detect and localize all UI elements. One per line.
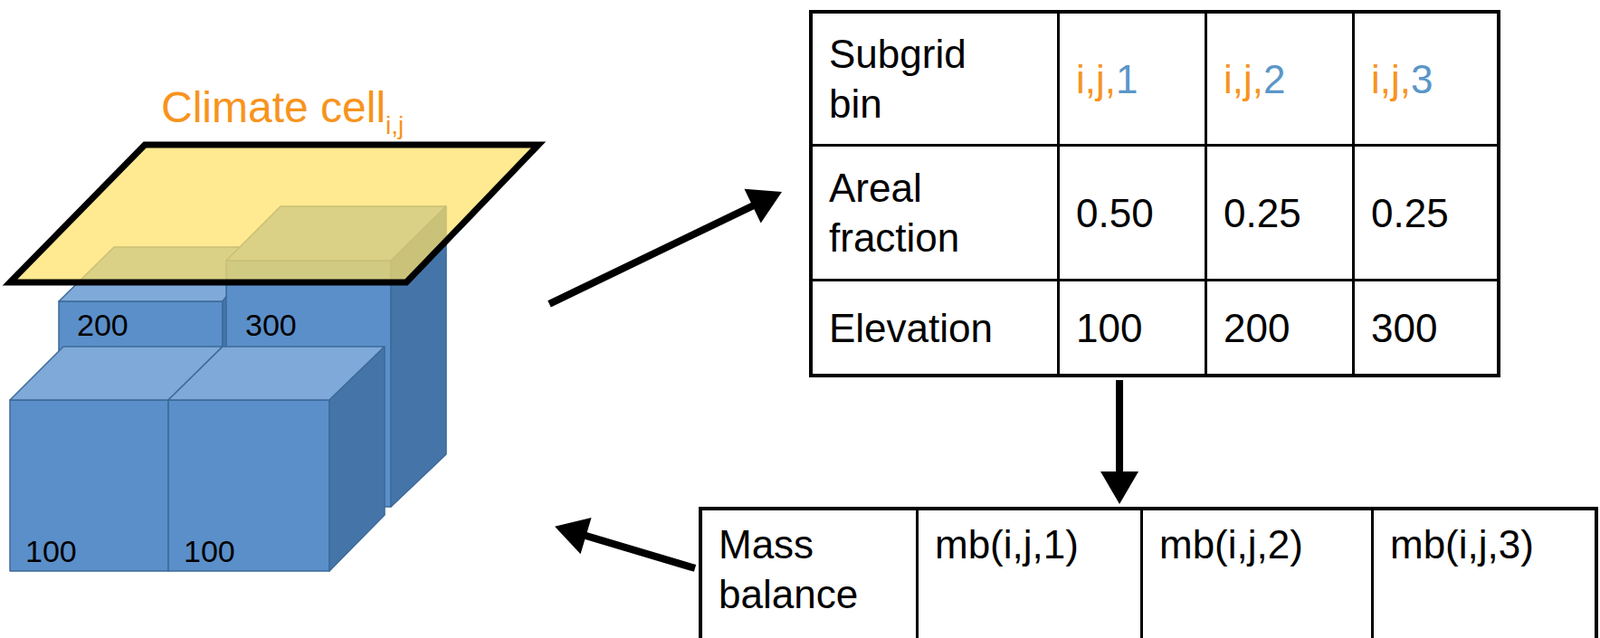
cube-side — [329, 346, 385, 572]
row-heading: Elevation — [828, 303, 993, 353]
table-cell: i,j,2 — [1207, 13, 1353, 144]
elevation-label: 300 — [245, 307, 297, 343]
table-cell: mb(i,j,1) — [918, 510, 1141, 638]
elevation-label: 100 — [183, 533, 236, 570]
table-grid: Mass balance mb(i,j,1) mb(i,j,2) mb(i,j,3) — [698, 506, 1599, 638]
elevation-label: 200 — [76, 307, 129, 343]
table-cell: 100 — [1059, 281, 1205, 374]
cell-title: Climate cell — [161, 83, 386, 132]
table-cell: mb(i,j,3) — [1373, 510, 1595, 638]
table-cell: mb(i,j,2) — [1142, 510, 1372, 638]
table-cell: Mass balance — [702, 510, 916, 638]
table-cell: Elevation — [812, 281, 1058, 374]
arrow-shaft — [582, 534, 696, 569]
cell-value: 1 — [1115, 54, 1138, 105]
cell-value: mb(i,j,2) — [1159, 519, 1304, 570]
cell-value: 200 — [1223, 303, 1290, 353]
cell-value: i,j, — [1076, 54, 1116, 105]
cell-value: 0.25 — [1371, 188, 1449, 239]
cell-value: mb(i,j,1) — [934, 519, 1079, 570]
cell-value: 0.25 — [1223, 188, 1302, 239]
table-grid: Subgrid bini,j,1i,j,2i,j,3Areal fraction… — [809, 9, 1501, 378]
cell-heading: Climate celli,j — [161, 82, 404, 141]
table-cell: 0.50 — [1059, 146, 1205, 279]
flow-arrow — [549, 189, 782, 305]
flow-arrow — [1100, 380, 1139, 505]
climate-plane — [9, 144, 539, 283]
subgrid-table: Subgrid bini,j,1i,j,2i,j,3Areal fraction… — [809, 9, 1501, 378]
arrow-head — [1100, 471, 1139, 505]
row-heading: Subgrid bin — [828, 28, 1010, 129]
table-cell: Areal fraction — [812, 146, 1058, 279]
table-cell: 0.25 — [1207, 146, 1353, 279]
cell-value: 0.50 — [1076, 188, 1154, 239]
cube-face — [9, 400, 169, 572]
mass-balance-table: Mass balance mb(i,j,1) mb(i,j,2) mb(i,j,3) — [698, 506, 1599, 638]
cell-value: mb(i,j,3) — [1390, 519, 1534, 570]
cube-face — [168, 400, 330, 572]
row-heading: Mass balance — [718, 519, 900, 620]
table-cell: 0.25 — [1354, 146, 1497, 279]
table-cell: i,j,3 — [1354, 13, 1497, 144]
table-cell: i,j,1 — [1059, 13, 1205, 144]
table-cell: 300 — [1354, 281, 1497, 374]
arrow-head — [743, 189, 782, 224]
cell-subscript: i,j — [385, 111, 404, 140]
cell-value: 300 — [1371, 303, 1438, 353]
table-cell: 200 — [1207, 281, 1353, 374]
cell-value: i,j, — [1223, 54, 1264, 105]
flow-arrow — [554, 517, 696, 569]
arrow-head — [554, 517, 592, 554]
cell-value: 3 — [1410, 54, 1433, 105]
cell-value: i,j, — [1371, 54, 1411, 105]
table-cell: Subgrid bin — [812, 13, 1058, 144]
row-heading: Areal fraction — [828, 162, 1010, 263]
cell-value: 2 — [1263, 54, 1286, 105]
arrow-shaft — [1115, 380, 1124, 476]
elevation-label: 100 — [25, 533, 77, 570]
cell-value: 100 — [1076, 303, 1143, 353]
arrow-shaft — [549, 204, 756, 305]
